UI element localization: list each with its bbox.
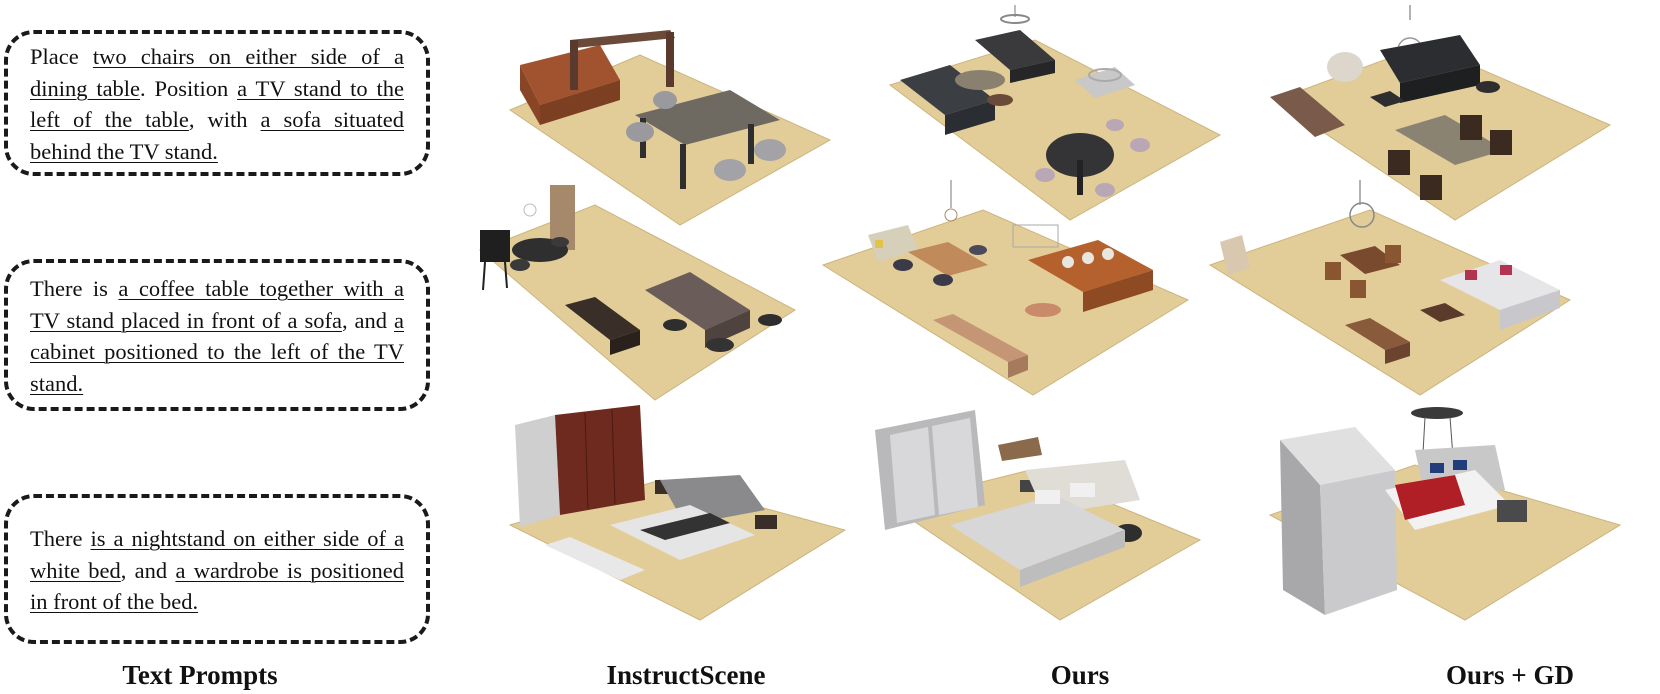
prompt-underlined-phrase: is a nightstand on either side of a whit… xyxy=(30,526,404,583)
prompt-underlined-phrase: a coffee table together with a TV stand … xyxy=(30,276,404,333)
prompt-phrase: There is xyxy=(30,276,119,301)
prompt-underlined-phrase: a wardrobe is positioned in front of the… xyxy=(30,557,404,615)
scene-living-ours-gd xyxy=(1200,180,1580,405)
scene-dining-ours-gd xyxy=(1260,5,1640,230)
prompt-text: There is a coffee table together with a … xyxy=(30,276,404,396)
scene-dining-instructscene xyxy=(490,20,870,245)
prompt-box-bedroom: There is a nightstand on either side of … xyxy=(4,494,430,644)
scene-bedroom-ours-gd xyxy=(1265,405,1645,630)
caption-ours-gd: Ours + GD xyxy=(1446,660,1574,690)
scene-living-instructscene xyxy=(465,180,845,405)
scene-bedroom-ours xyxy=(870,405,1250,630)
caption-instructscene: InstructScene xyxy=(606,660,766,690)
prompt-underlined-phrase: a TV stand to the left of the table xyxy=(30,75,404,133)
caption-ours: Ours xyxy=(1050,660,1110,690)
prompt-text: Place two chairs on either side of a din… xyxy=(30,44,404,164)
prompt-underlined-phrase: a sofa situated behind the TV stand. xyxy=(30,107,404,164)
prompt-phrase: , with xyxy=(188,107,261,132)
prompt-phrase: . Position xyxy=(140,75,238,101)
prompt-phrase: , and xyxy=(120,557,176,583)
prompt-phrase: There xyxy=(30,526,91,551)
scene-dining-ours xyxy=(870,5,1250,230)
prompt-underlined-phrase: a cabinet positioned to the left of the … xyxy=(30,307,404,396)
prompt-phrase: Place xyxy=(30,44,93,69)
prompt-box-living: There is a coffee table together with a … xyxy=(4,259,430,411)
prompt-phrase: , and xyxy=(341,307,394,333)
scene-bedroom-instructscene xyxy=(500,405,880,630)
caption-text-prompts: Text Prompts xyxy=(122,660,278,690)
prompt-underlined-phrase: two chairs on either side of a dining ta… xyxy=(30,44,404,101)
scene-living-ours xyxy=(818,180,1198,405)
prompt-text: There is a nightstand on either side of … xyxy=(30,526,404,614)
prompt-box-dining: Place two chairs on either side of a din… xyxy=(4,30,430,176)
